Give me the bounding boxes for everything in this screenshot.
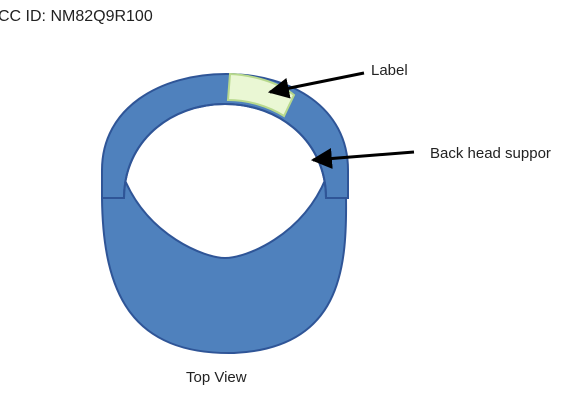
top-view-caption: Top View	[186, 369, 247, 386]
label-callout: Label	[371, 62, 408, 79]
cc-id-text: CC ID: NM82Q9R100	[0, 8, 153, 25]
label-patch	[226, 72, 296, 118]
head-ring	[101, 72, 349, 199]
back-support-callout: Back head suppor	[430, 145, 551, 162]
lower-shell	[100, 176, 348, 355]
label-arrow	[267, 71, 365, 99]
back-support-arrow	[310, 148, 415, 169]
